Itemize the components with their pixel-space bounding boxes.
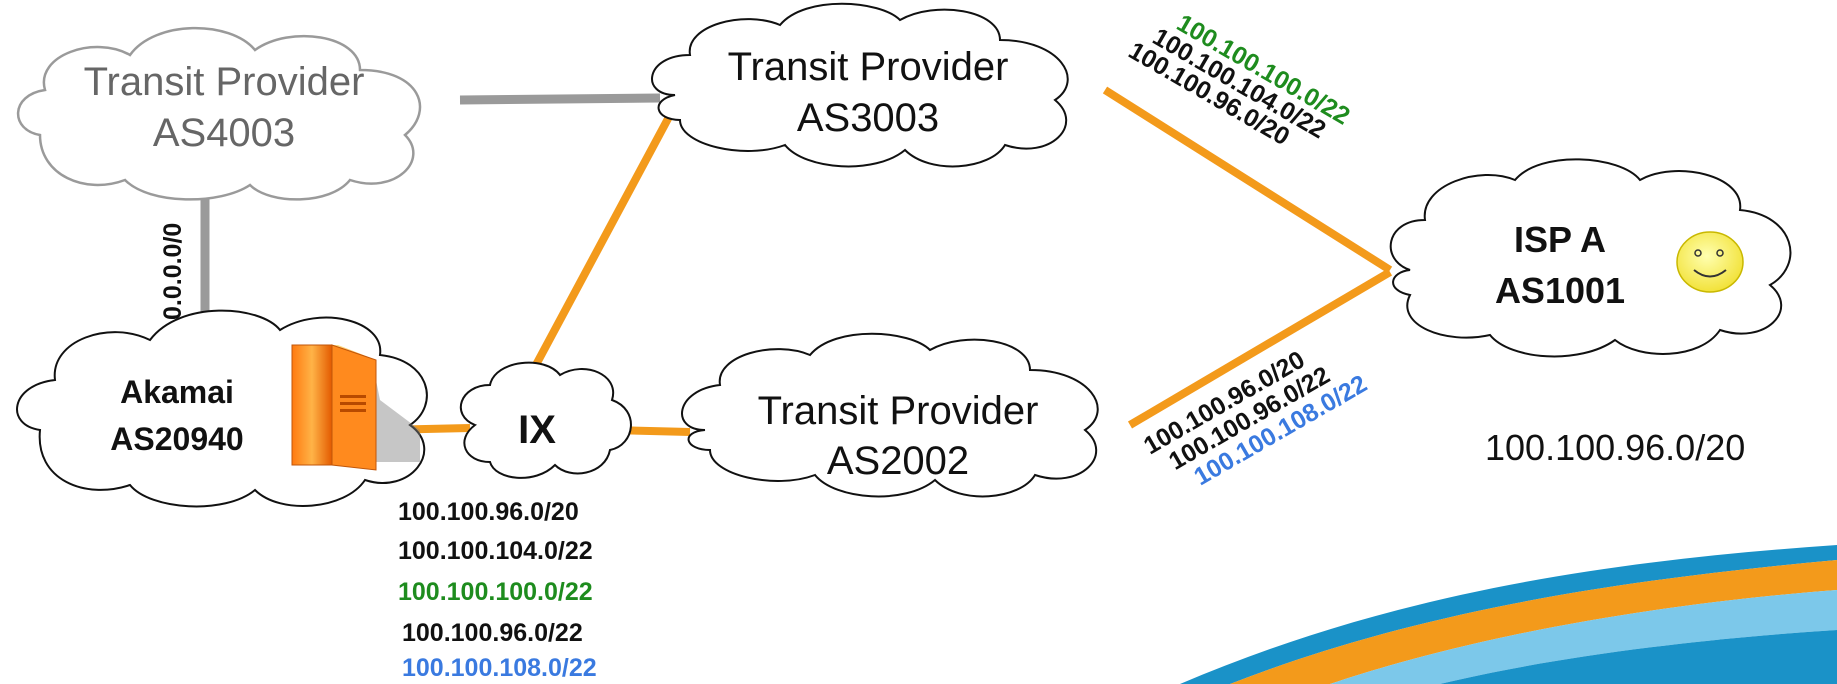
ix-cloud: IX xyxy=(459,361,632,479)
link-3003-ispa-prefixes: 100.100.100.0/22 100.100.104.0/22 100.10… xyxy=(1124,9,1355,151)
as2002-line2: AS2002 xyxy=(827,439,969,483)
ix-prefix-list: 100.100.96.0/20 100.100.104.0/22 100.100… xyxy=(398,498,597,682)
prefix-label: 100.100.96.0/22 xyxy=(402,619,583,647)
ix-label: IX xyxy=(518,408,556,452)
link-3003-ispa xyxy=(1102,86,1393,274)
prefix-label: 100.100.96.0/20 xyxy=(398,498,579,526)
server-icon xyxy=(291,344,420,471)
smiley-face-icon xyxy=(1676,231,1744,293)
as4003-line2: AS4003 xyxy=(153,111,295,155)
transit-provider-as4003-cloud: Transit Provider AS4003 xyxy=(16,26,422,201)
as3003-line2: AS3003 xyxy=(797,96,939,140)
akamai-line2: AS20940 xyxy=(110,421,243,457)
as3003-line1: Transit Provider xyxy=(728,45,1009,89)
ispa-prefix-label: 100.100.96.0/20 xyxy=(1485,427,1745,468)
transit-provider-as3003-cloud: Transit Provider AS3003 xyxy=(651,2,1069,168)
prefix-label: 100.100.104.0/22 xyxy=(398,537,593,565)
link-2002-ispa xyxy=(1127,268,1393,429)
transit-provider-as2002-cloud: Transit Provider AS2002 xyxy=(681,332,1099,498)
as4003-line1: Transit Provider xyxy=(84,60,365,104)
decorative-swoosh xyxy=(1180,545,1837,684)
isp-a-as1001-cloud: ISP A AS1001 xyxy=(1389,158,1792,358)
link-4003-3003 xyxy=(459,93,661,105)
prefix-label: 100.100.100.0/22 xyxy=(398,578,593,606)
as2002-line1: Transit Provider xyxy=(758,389,1039,433)
akamai-line1: Akamai xyxy=(120,374,234,410)
default-route-label: 0.0.0.0/0 xyxy=(159,223,187,320)
ispa-line1: ISP A xyxy=(1514,219,1606,260)
ispa-line2: AS1001 xyxy=(1495,270,1625,311)
prefix-label: 100.100.108.0/22 xyxy=(402,654,597,682)
link-ix-3003 xyxy=(526,113,674,378)
